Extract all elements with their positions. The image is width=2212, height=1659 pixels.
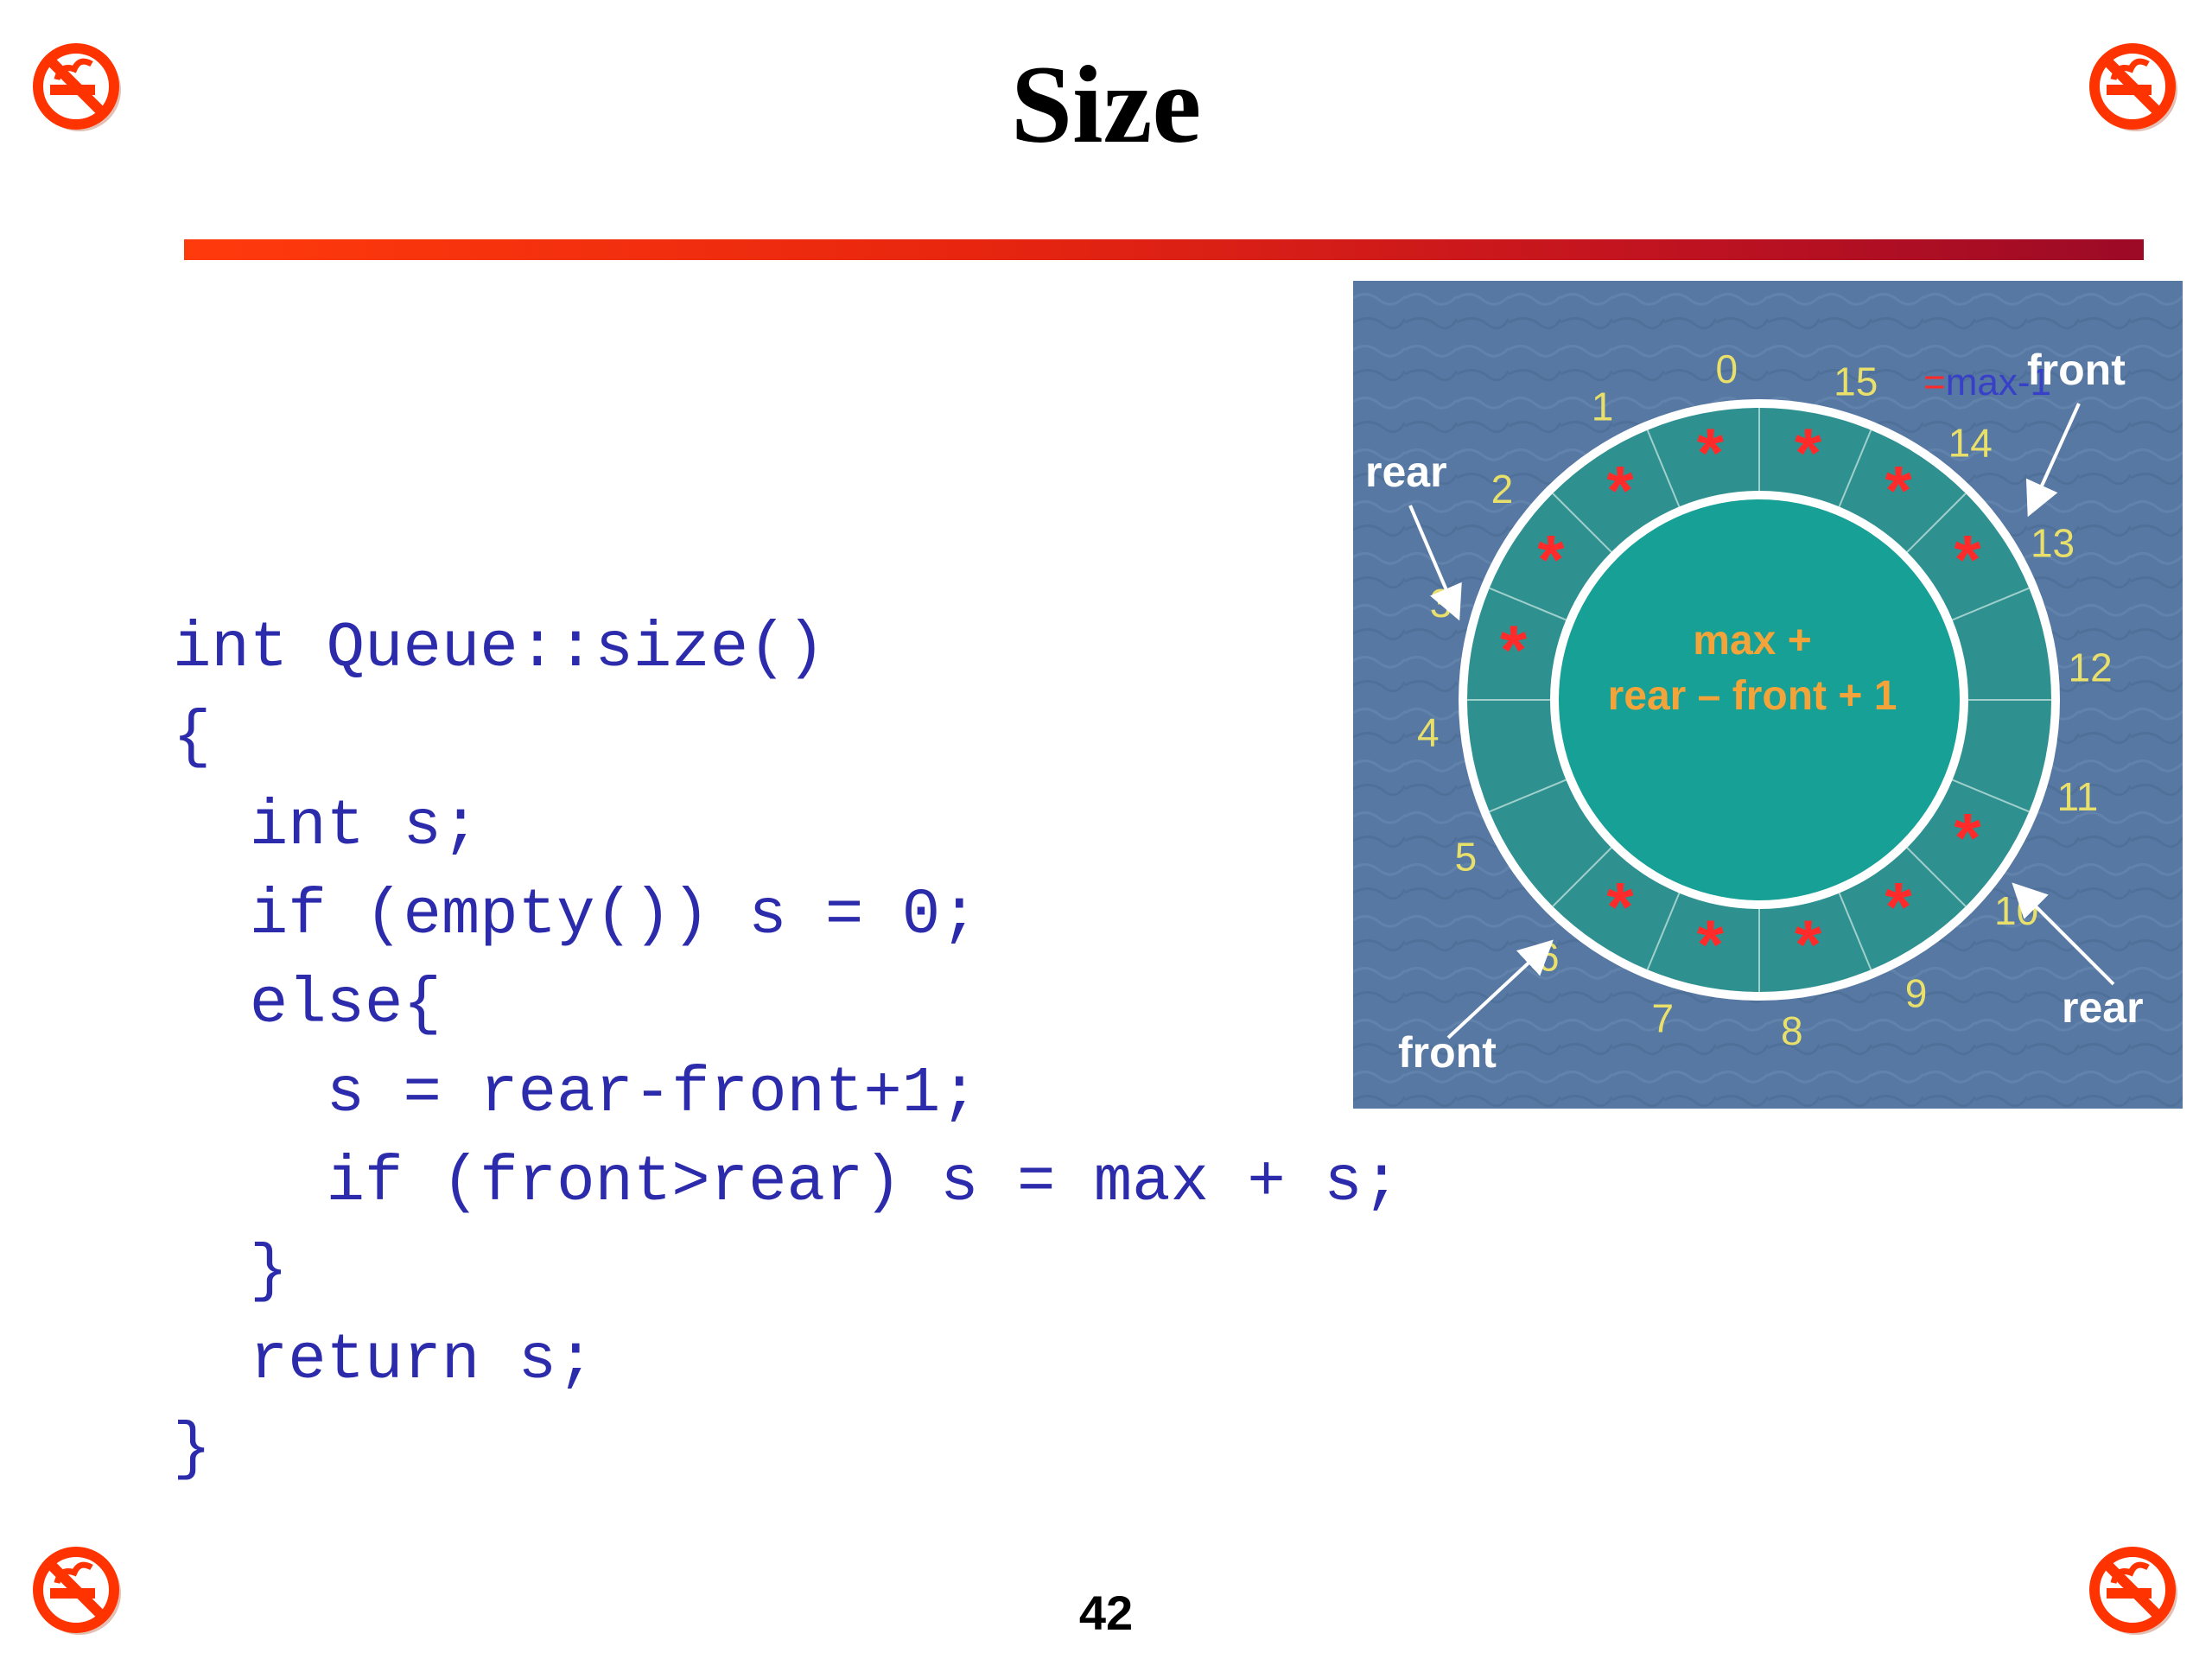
no-smoking-icon xyxy=(26,35,130,138)
slot-index-label: 1 xyxy=(1592,384,1614,429)
slot-index-label: 3 xyxy=(1430,581,1452,626)
slot-index-label: 12 xyxy=(2069,645,2113,690)
slot-index-label: 10 xyxy=(1994,888,2038,933)
occupied-slot-markers: ************ xyxy=(1500,415,1982,983)
max-text: max-1 xyxy=(1946,361,2051,404)
occupied-slot-star: * xyxy=(1885,868,1913,945)
slot-divider xyxy=(1646,429,1681,507)
slot-divider xyxy=(1838,429,1872,507)
occupied-slot-star: * xyxy=(1795,415,1822,492)
front-arrow-top xyxy=(2025,403,2081,518)
slot-index-label: 14 xyxy=(1948,420,1993,465)
page-number: 42 xyxy=(1078,1586,1134,1640)
code-line: return s; xyxy=(173,1325,595,1397)
slot-divider xyxy=(1952,779,2030,813)
code-line: s = rear-front+1; xyxy=(173,1058,979,1130)
center-text-line2: rear – front + 1 xyxy=(1608,673,1897,719)
no-smoking-icon xyxy=(2082,1538,2186,1642)
slot-divider xyxy=(1489,587,1567,621)
front-label-bottom: front xyxy=(1398,1028,1497,1077)
slot-divider xyxy=(1552,847,1612,907)
occupied-slot-star: * xyxy=(1795,906,1822,982)
rear-label-bottom: rear xyxy=(2062,983,2144,1032)
occupied-slot-star: * xyxy=(1606,868,1634,945)
slot-index-label: 7 xyxy=(1651,995,1674,1040)
slot-index-label: 6 xyxy=(1537,935,1560,980)
occupied-slot-star: * xyxy=(1697,415,1725,492)
code-line: if (front>rear) s = max + s; xyxy=(173,1147,1402,1219)
front-label-top: front xyxy=(2027,346,2126,394)
rear-arrow-bottom xyxy=(2012,882,2115,986)
occupied-slot-star: * xyxy=(1606,452,1634,529)
occupied-slot-star: * xyxy=(1500,611,1528,688)
rear-label-top: rear xyxy=(1365,448,1447,496)
center-text-line1: max + xyxy=(1693,618,1811,664)
slot-divider xyxy=(1906,493,1967,553)
slot-divider xyxy=(1646,893,1681,970)
code-line: int Queue::size() xyxy=(173,613,825,685)
code-line: else{ xyxy=(173,969,442,1041)
max-label: =max-1 xyxy=(1923,361,2051,404)
slot-divider xyxy=(1952,587,2030,621)
slot-dividers xyxy=(1467,408,2051,992)
slot-index-label: 15 xyxy=(1834,359,1878,404)
rear-arrow-top xyxy=(1408,505,1462,621)
slot-index-label: 5 xyxy=(1455,834,1478,879)
occupied-slot-star: * xyxy=(1955,799,1982,876)
slot-index-label: 13 xyxy=(2031,521,2075,566)
slot-index-label: 4 xyxy=(1417,710,1440,755)
slot-divider xyxy=(1906,847,1967,907)
occupied-slot-star: * xyxy=(1885,452,1913,529)
slot-divider xyxy=(1838,893,1872,970)
slot-index-label: 0 xyxy=(1715,346,1738,391)
title-divider xyxy=(184,239,2144,260)
slot-index-label: 11 xyxy=(2057,774,2099,819)
slot-index-label: 9 xyxy=(1905,971,1928,1016)
code-line: { xyxy=(173,702,212,774)
slot-divider xyxy=(1552,493,1612,553)
center-disc xyxy=(1559,499,1960,900)
code-line: int s; xyxy=(173,791,480,863)
occupied-slot-star: * xyxy=(1697,906,1725,982)
front-arrow-bottom xyxy=(1446,939,1554,1039)
slot-index-label: 2 xyxy=(1491,467,1514,512)
occupied-slot-star: * xyxy=(1537,521,1565,598)
max-equals: = xyxy=(1923,361,1946,404)
no-smoking-icon xyxy=(26,1538,130,1642)
code-block: int Queue::size() { int s; if (empty()) … xyxy=(173,605,1401,1495)
slide-title: Size xyxy=(1010,43,1202,166)
code-line: } xyxy=(173,1414,212,1486)
slot-divider xyxy=(1489,779,1567,813)
no-smoking-icon xyxy=(2082,35,2186,138)
code-line: } xyxy=(173,1236,289,1308)
slot-index-label: 8 xyxy=(1781,1008,1803,1053)
code-line: if (empty()) s = 0; xyxy=(173,880,979,952)
occupied-slot-star: * xyxy=(1955,521,1982,598)
